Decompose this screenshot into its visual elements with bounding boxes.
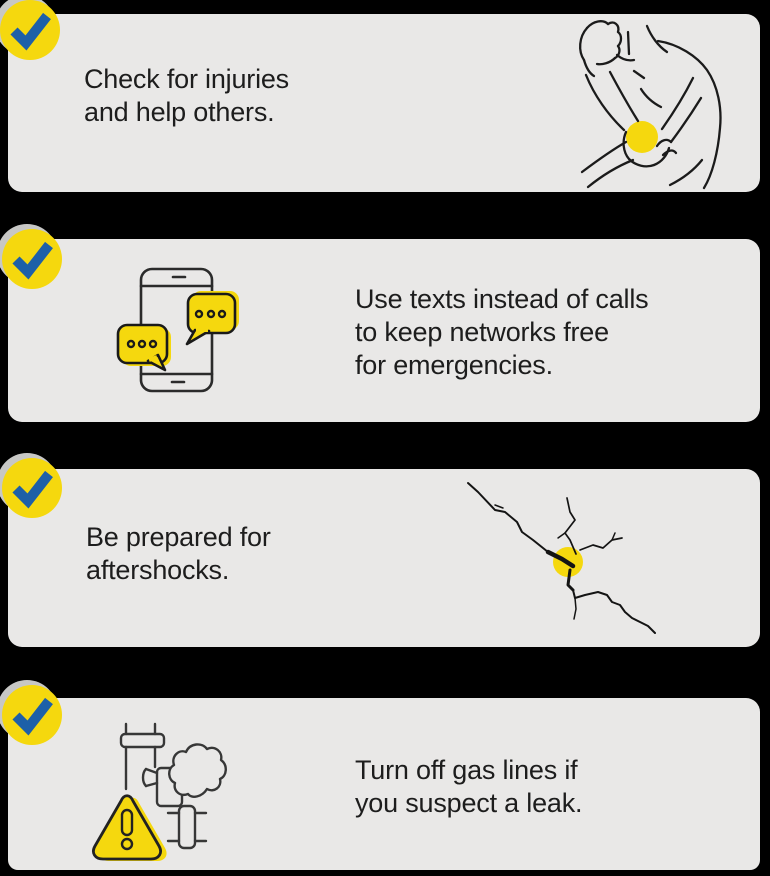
tip-line: to keep networks free	[355, 317, 609, 347]
pipe-section-icon	[166, 804, 208, 850]
tip-line: aftershocks.	[86, 555, 230, 585]
gas-cloud-icon	[168, 743, 227, 798]
tip-text-check-injuries: Check for injuries and help others.	[84, 63, 289, 129]
tip-line: Turn off gas lines if	[355, 755, 578, 785]
warning-triangle-icon	[92, 794, 167, 861]
chat-bubble-bottom-left	[116, 323, 171, 372]
check-circle-icon	[0, 0, 66, 66]
tip-line: Check for injuries	[84, 64, 289, 94]
check-circle-icon	[0, 452, 68, 524]
chat-bubble-top-right	[185, 291, 239, 346]
tip-text-use-texts: Use texts instead of calls to keep netwo…	[355, 283, 649, 382]
arm-line-art	[579, 20, 722, 190]
tip-line: for emergencies.	[355, 350, 553, 380]
check-circle-icon	[0, 679, 68, 751]
crack-line-art	[467, 482, 656, 634]
ground-crack-illustration	[455, 478, 670, 643]
tip-line: Be prepared for	[86, 522, 271, 552]
phone-text-messages-illustration	[108, 258, 253, 403]
gas-pipe-leak-warning-illustration	[85, 710, 235, 870]
exclamation-bar	[120, 808, 134, 837]
tip-text-aftershocks: Be prepared for aftershocks.	[86, 521, 271, 587]
tip-card-aftershocks	[8, 469, 760, 647]
check-circle-icon	[0, 223, 68, 295]
highlight-circle	[626, 121, 658, 153]
tip-line: Use texts instead of calls	[355, 284, 649, 314]
tip-line: and help others.	[84, 97, 275, 127]
tip-line: you suspect a leak.	[355, 788, 583, 818]
tip-text-gas-lines: Turn off gas lines if you suspect a leak…	[355, 754, 583, 820]
arm-injury-illustration	[570, 15, 725, 190]
exclamation-dot	[120, 837, 134, 851]
